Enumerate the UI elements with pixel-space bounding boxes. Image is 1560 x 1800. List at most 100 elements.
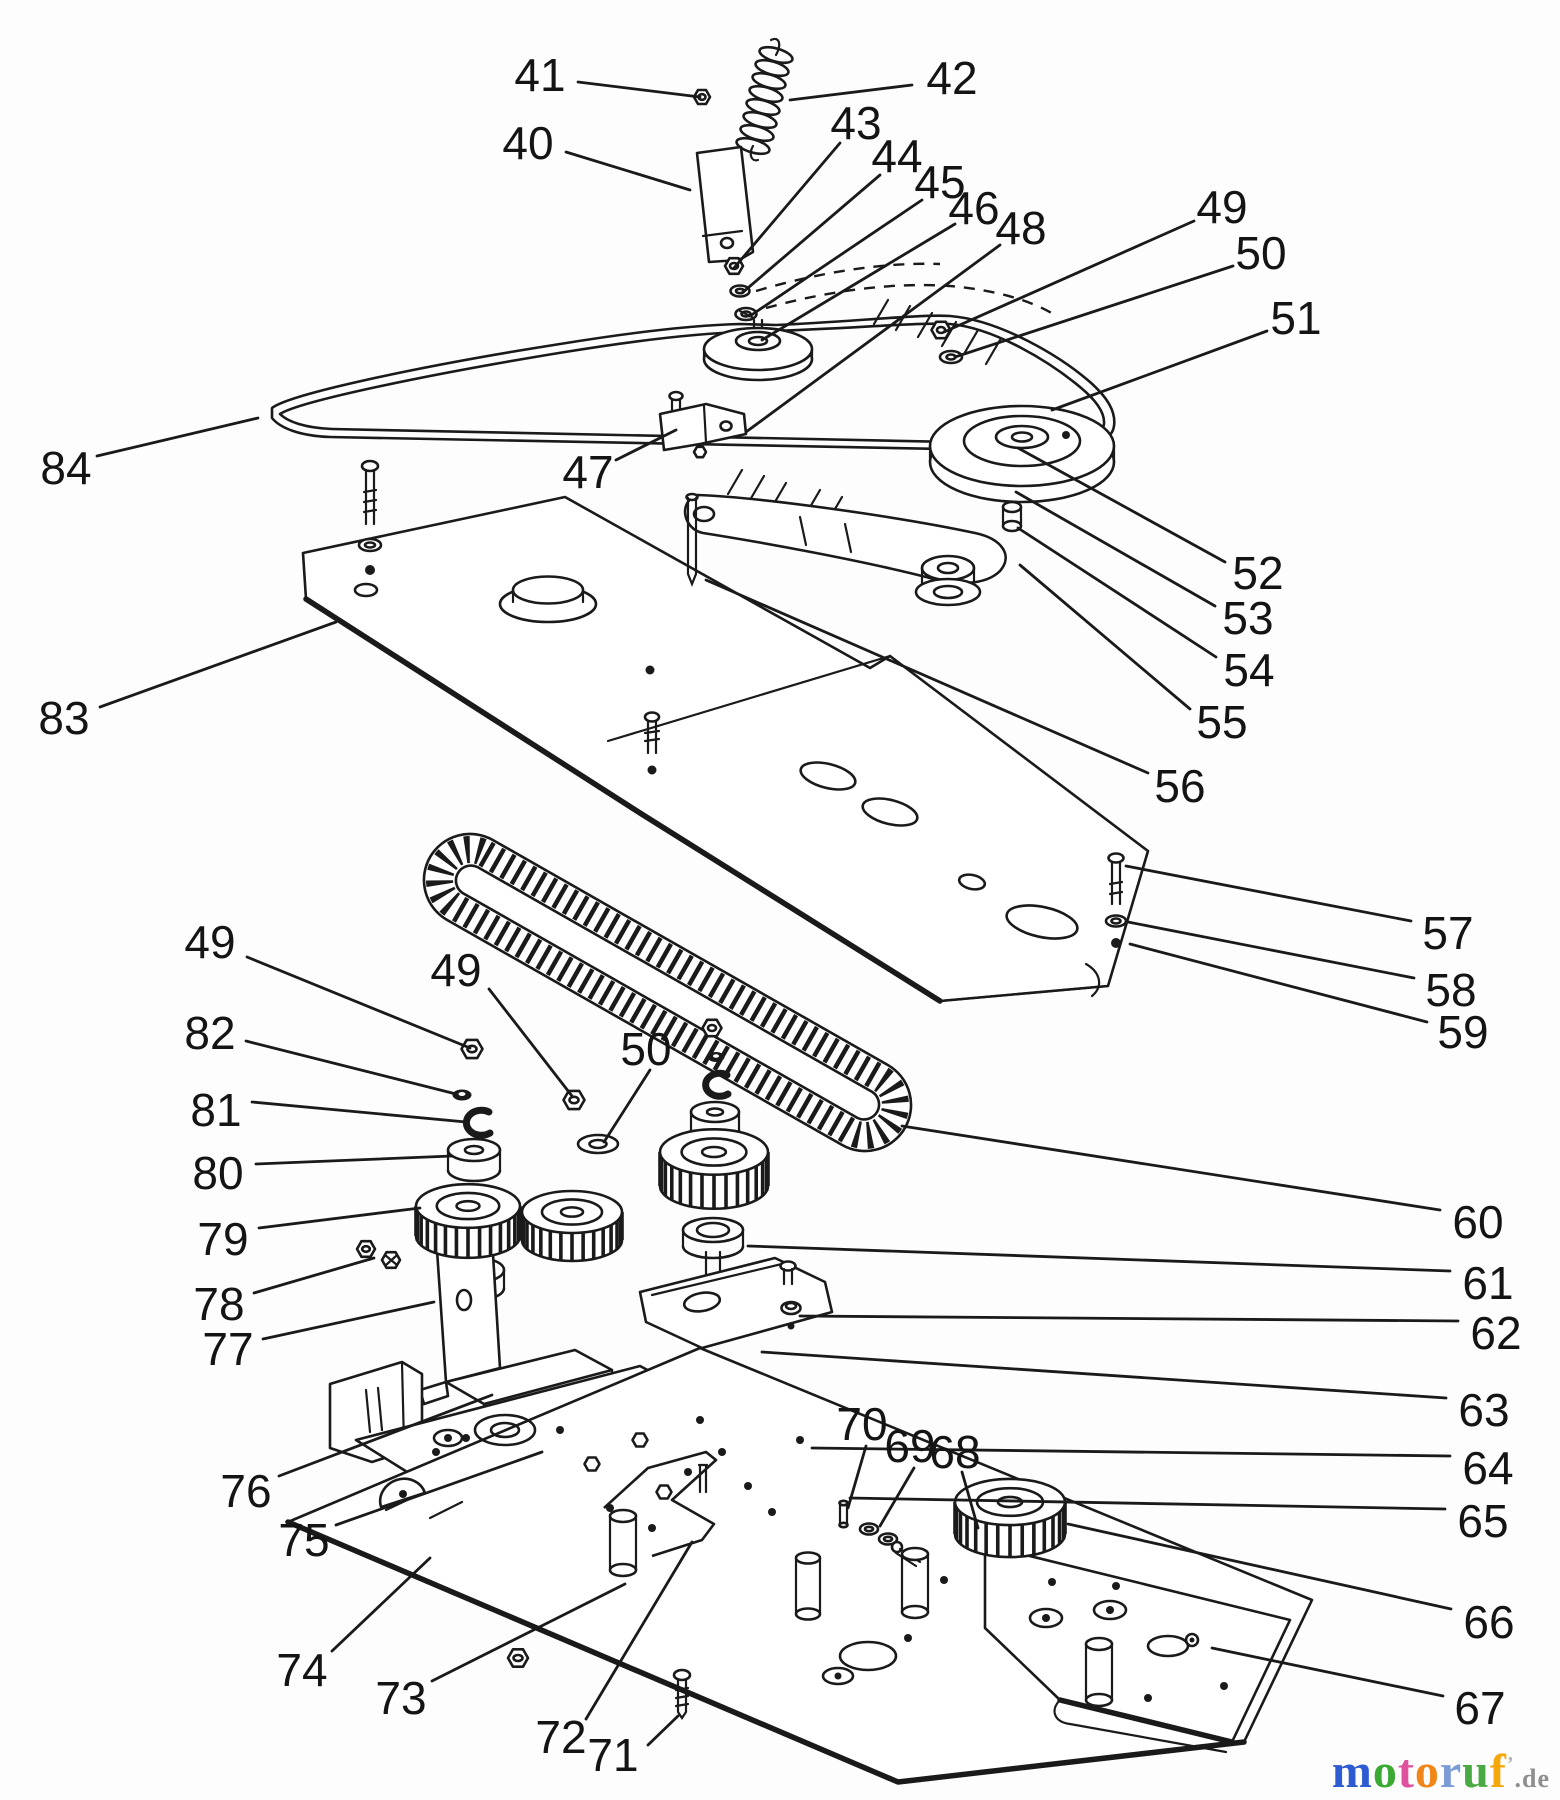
leader-line-73 [430,1582,627,1683]
logo-letter: o [1372,1745,1398,1798]
callout-67: 67 [1454,1682,1505,1734]
leader-line-78 [252,1256,376,1295]
leader-line-45 [748,198,924,318]
leader-line-76 [277,1393,494,1478]
center-gear-stack [681,1018,745,1296]
callout-41: 41 [514,49,565,101]
callout-68: 68 [929,1426,980,1478]
shaft-nuts [355,1239,402,1270]
leader-line-42 [788,83,914,102]
stack-washer [576,1133,620,1155]
callout-50: 50 [620,1023,671,1075]
callout-54: 54 [1223,644,1274,696]
timing-belt [422,832,913,1153]
leader-line-46 [760,222,957,342]
toothed-pulley-50 [520,1189,624,1263]
stack-nut [562,1089,586,1111]
callout-49: 49 [1196,181,1247,233]
toothed-pulley-79 [414,1182,522,1260]
leader-line-65 [848,1496,1447,1511]
callout-71: 71 [587,1729,638,1781]
callout-43: 43 [830,97,881,149]
motoruf-watermark: motoruf’.de [1332,1748,1550,1796]
callout-49: 49 [184,916,235,968]
leader-line-80 [254,1154,454,1166]
idler-arm [683,493,1007,607]
gearbox-cover [301,495,1150,1004]
hex-nut [506,1648,530,1668]
spring-link [695,145,755,264]
callout-80: 80 [192,1147,243,1199]
belt-guide-bracket [658,390,748,459]
leader-line-55 [1018,563,1192,711]
leader-line-67 [1210,1646,1445,1698]
leader-line-75 [334,1450,544,1527]
idler-fastener-stack [723,256,758,322]
callout-73: 73 [375,1672,426,1724]
logo-letter: t [1397,1745,1415,1798]
leader-line-82 [244,1039,458,1096]
logo-letter: o [1414,1745,1440,1798]
callout-84: 84 [40,442,91,494]
flat-idler-pulley [702,318,814,382]
bent-tab-bracket [603,1450,718,1558]
callout-46: 46 [948,182,999,234]
toothed-pulley-68 [953,1477,1067,1559]
logo-tick: ’ [1506,1753,1515,1775]
callout-69: 69 [884,1420,935,1472]
standoff [608,1508,638,1578]
leader-line-84 [95,416,260,458]
pulley-washer [938,349,964,365]
logo-letter: r [1439,1745,1463,1798]
standoff [794,1551,822,1621]
callout-74: 74 [276,1644,327,1696]
leader-line-69 [878,1466,916,1528]
callout-77: 77 [202,1323,253,1375]
leader-line-71 [646,1714,680,1747]
leader-line-79 [257,1206,422,1230]
cover-oval-hole [861,797,919,827]
hub-bushing [446,1137,502,1163]
pivot-bracket [638,1256,834,1350]
pivot-pin [685,492,699,587]
callout-66: 66 [1463,1596,1514,1648]
callout-45: 45 [914,156,965,208]
callout-58: 58 [1425,964,1476,1016]
toothed-pulleys [414,1128,1067,1559]
leader-line-48 [744,243,1002,434]
callout-59: 59 [1437,1006,1488,1058]
idler-sub-plate [900,1543,1292,1754]
flange-bearing [681,1216,745,1244]
belt-hidden-edge [765,283,1056,317]
callout-51: 51 [1270,292,1321,344]
cover-mount-bolt [357,459,383,575]
logo-letter: f [1489,1745,1507,1798]
snap-ring [462,1106,494,1139]
callout-40: 40 [502,117,553,169]
leader-line-47 [614,428,678,462]
drive-pulley [928,320,1116,504]
small-hardware-row [838,1499,922,1568]
leader-line-54 [1016,526,1218,659]
cover-oval-hole [799,761,857,791]
leader-line-59 [1128,942,1429,1024]
stack-nut [460,1038,484,1060]
logo-letter: u [1462,1745,1490,1798]
callout-53: 53 [1222,592,1273,644]
leader-line-49 [245,955,472,1050]
leader-line-57 [1124,864,1413,923]
cover-dome-cap [511,575,585,605]
logo-domain-suffix: .de [1514,1764,1550,1793]
callout-83: 83 [38,692,89,744]
toothed-pulley-61 [658,1128,770,1210]
leader-line-58 [1126,920,1416,980]
pulley-nut [930,320,952,340]
callout-82: 82 [184,1007,235,1059]
leader-line-49 [942,219,1196,334]
leader-line-56 [704,578,1150,775]
callout-64: 64 [1462,1442,1513,1494]
carriage-bolt [672,1668,692,1720]
callout-75: 75 [278,1514,329,1566]
